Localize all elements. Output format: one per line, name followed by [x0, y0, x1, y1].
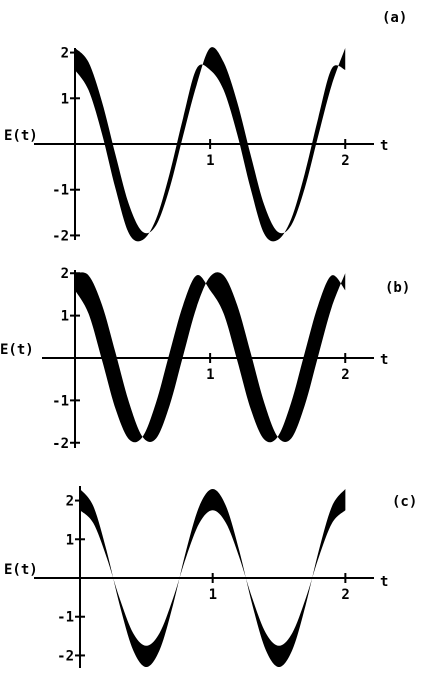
y-tick-label: -1 — [57, 610, 74, 626]
x-tick-label: 1 — [206, 153, 214, 169]
x-tick-label: 2 — [341, 153, 349, 169]
panel-label-a: (a) — [382, 10, 407, 26]
y-tick-label: -2 — [52, 436, 69, 452]
panel-b: (b) t E(t) 1 2 2 1 -1 -2 — [0, 266, 410, 452]
y-tick-label: -2 — [57, 648, 74, 664]
y-axis-label-b: E(t) — [0, 342, 34, 358]
x-tick-label: 2 — [341, 367, 349, 383]
x-axis-label-a: t — [380, 138, 388, 154]
ticks-c: 1 2 2 1 -1 -2 — [57, 494, 350, 665]
y-axis-label-a: E(t) — [4, 128, 38, 144]
y-tick-label: 1 — [61, 309, 69, 325]
y-tick-label: 2 — [66, 494, 74, 510]
x-tick-label: 1 — [206, 367, 214, 383]
y-tick-label: -1 — [52, 393, 69, 409]
y-tick-label: -2 — [52, 228, 69, 244]
y-tick-label: 1 — [66, 532, 74, 548]
panel-c: (c) t E(t) 1 2 2 1 -1 -2 — [4, 486, 417, 668]
panel-a: (a) t E(t) 1 2 2 1 -1 -2 — [4, 10, 407, 244]
y-tick-label: 1 — [61, 91, 69, 107]
ticks-b: 1 2 2 1 -1 -2 — [52, 266, 350, 452]
x-tick-label: 1 — [209, 587, 217, 603]
x-axis-label-b: t — [380, 352, 388, 368]
panel-label-c: (c) — [392, 494, 417, 510]
y-axis-label-c: E(t) — [4, 562, 38, 578]
y-tick-label: 2 — [61, 266, 69, 282]
y-tick-label: -1 — [52, 183, 69, 199]
x-axis-label-c: t — [380, 574, 388, 590]
x-tick-label: 2 — [341, 587, 349, 603]
panel-label-b: (b) — [385, 280, 410, 296]
ticks-a: 1 2 2 1 -1 -2 — [52, 46, 350, 245]
y-tick-label: 2 — [61, 46, 69, 62]
